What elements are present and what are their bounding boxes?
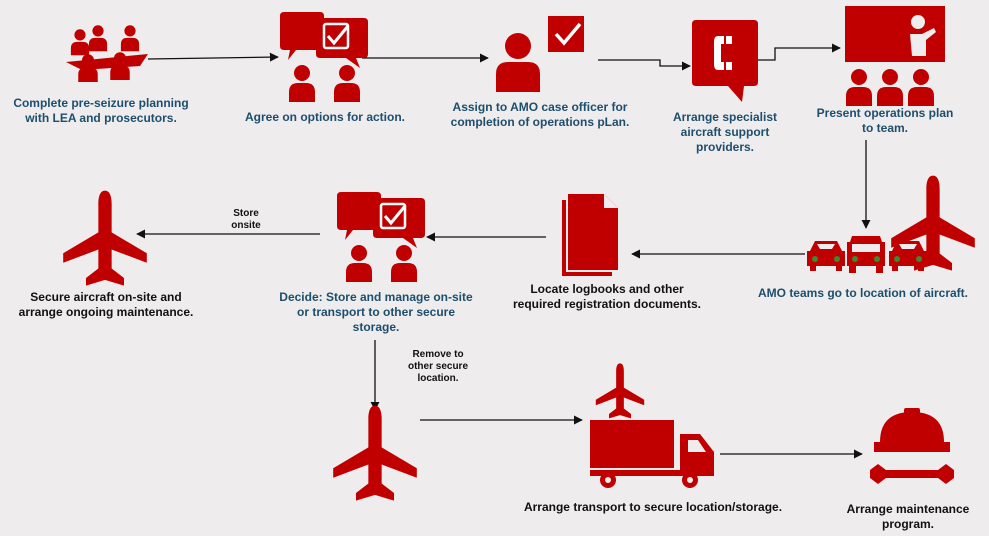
arrow-pre-to-agree	[147, 52, 279, 62]
airplane-icon	[63, 190, 147, 286]
store-line2: onsite	[231, 220, 261, 231]
arrow-assign-to-specialist	[598, 59, 691, 71]
present-plan-label: Present operations plan to team.	[800, 106, 970, 136]
specialist-line3: providers.	[695, 140, 755, 154]
cars-aircraft-icon	[807, 175, 975, 273]
pre-seizure-line1: Complete pre-seizure planning	[13, 96, 189, 110]
maintenance-line1: Arrange maintenance	[846, 502, 970, 516]
transport-label: Arrange transport to secure location/sto…	[498, 500, 808, 515]
discussion-checklist-icon	[278, 10, 370, 102]
secure-onsite-line2: arrange ongoing maintenance.	[18, 305, 194, 319]
specialist-line1: Arrange specialist	[672, 110, 778, 124]
flow-arrows	[136, 43, 871, 459]
assign-officer-label: Assign to AMO case officer for completio…	[440, 100, 640, 130]
logbooks-line1: Locate logbooks and other	[530, 282, 684, 296]
airplane-icon	[333, 405, 417, 501]
officer-checkbox-icon	[496, 16, 584, 92]
decide-line3: storage.	[352, 320, 400, 334]
presentation-icon	[845, 6, 945, 106]
team-meeting-icon	[66, 25, 148, 82]
arrow-specialist-to-present	[758, 43, 841, 61]
agree-options-label: Agree on options for action.	[230, 110, 420, 125]
decide-line1: Decide: Store and manage on-site	[279, 290, 473, 304]
logbooks-label: Locate logbooks and other required regis…	[502, 282, 712, 312]
specialist-label: Arrange specialist aircraft support prov…	[660, 110, 790, 155]
specialist-line2: aircraft support	[680, 125, 770, 139]
store-line1: Store	[233, 208, 259, 219]
present-plan-line1: Present operations plan	[816, 106, 954, 120]
present-plan-line2: to team.	[861, 121, 908, 135]
remove-line2: other secure	[407, 361, 469, 372]
remove-line3: location.	[417, 373, 459, 384]
assign-officer-line1: Assign to AMO case officer for	[452, 100, 628, 114]
remove-edge-label: Remove to other secure location.	[398, 349, 478, 385]
secure-onsite-line1: Secure aircraft on-site and	[30, 290, 182, 304]
go-to-aircraft-line1: AMO teams go to location of aircraft.	[757, 286, 969, 300]
go-to-aircraft-label: AMO teams go to location of aircraft.	[740, 286, 986, 301]
maintenance-label: Arrange maintenance program.	[838, 502, 978, 532]
truck-airplane-icon	[590, 363, 714, 488]
documents-icon	[562, 194, 618, 276]
store-onsite-edge-label: Store onsite	[216, 208, 276, 232]
logbooks-line2: required registration documents.	[512, 297, 702, 311]
decide-line2: or transport to other secure	[296, 305, 456, 319]
secure-onsite-label: Secure aircraft on-site and arrange ongo…	[6, 290, 206, 320]
assign-officer-line2: completion of operations pLan.	[450, 115, 630, 129]
hardhat-wrench-icon	[870, 408, 954, 484]
maintenance-line2: program.	[881, 517, 934, 531]
phone-bubble-icon	[692, 20, 758, 102]
decide-label: Decide: Store and manage on-site or tran…	[268, 290, 484, 335]
remove-line1: Remove to	[412, 349, 464, 360]
agree-options-line1: Agree on options for action.	[244, 110, 405, 124]
discussion-checklist-icon	[335, 190, 427, 282]
pre-seizure-line2: with LEA and prosecutors.	[25, 111, 177, 125]
transport-line1: Arrange transport to secure location/sto…	[523, 500, 783, 514]
pre-seizure-label: Complete pre-seizure planning with LEA a…	[6, 96, 196, 126]
